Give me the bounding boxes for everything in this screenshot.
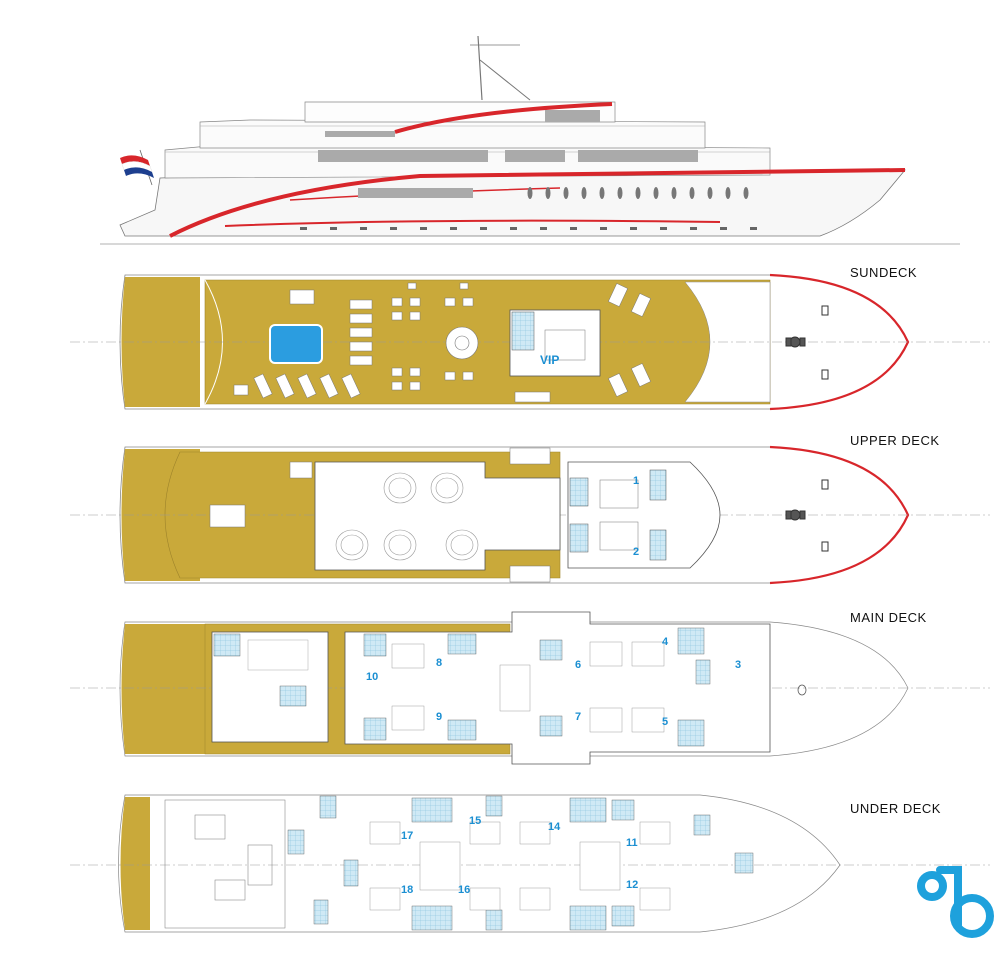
- cabin-number-11: 11: [626, 837, 638, 849]
- deck-label-sundeck: SUNDECK: [850, 265, 917, 280]
- under-deck-plan: 11 12 14 15 16 17 18: [70, 794, 990, 933]
- cabin-number-8: 8: [436, 657, 442, 669]
- croatian-flag-icon: [120, 149, 154, 186]
- deck-label-upper: UPPER DECK: [850, 433, 940, 448]
- cabin-number-18: 18: [401, 884, 413, 896]
- brand-logo-icon: [917, 866, 994, 938]
- deck-label-main: MAIN DECK: [850, 610, 927, 625]
- cabin-number-14: 14: [548, 821, 561, 833]
- cabin-number-2: 2: [633, 546, 639, 558]
- cabin-number-17: 17: [401, 830, 413, 842]
- upper-deck-plan: 1 2: [70, 445, 990, 585]
- cabin-number-9: 9: [436, 711, 442, 723]
- cabin-number-7: 7: [575, 711, 581, 723]
- main-deck-plan: 3 4 5 6 7 8 9 10: [70, 611, 990, 765]
- cabin-number-15: 15: [469, 815, 481, 827]
- vip-cabin-label: VIP: [540, 353, 559, 367]
- cabin-number-5: 5: [662, 716, 668, 728]
- cabin-number-10: 10: [366, 671, 378, 683]
- side-profile: [100, 35, 960, 245]
- cabin-number-1: 1: [633, 475, 639, 487]
- cabin-number-4: 4: [662, 636, 669, 648]
- cabin-number-12: 12: [626, 879, 638, 891]
- sundeck-plan: VIP: [70, 273, 990, 411]
- cabin-number-3: 3: [735, 659, 741, 671]
- cabin-number-16: 16: [458, 884, 470, 896]
- deck-label-under: UNDER DECK: [850, 801, 941, 816]
- cabin-number-6: 6: [575, 659, 581, 671]
